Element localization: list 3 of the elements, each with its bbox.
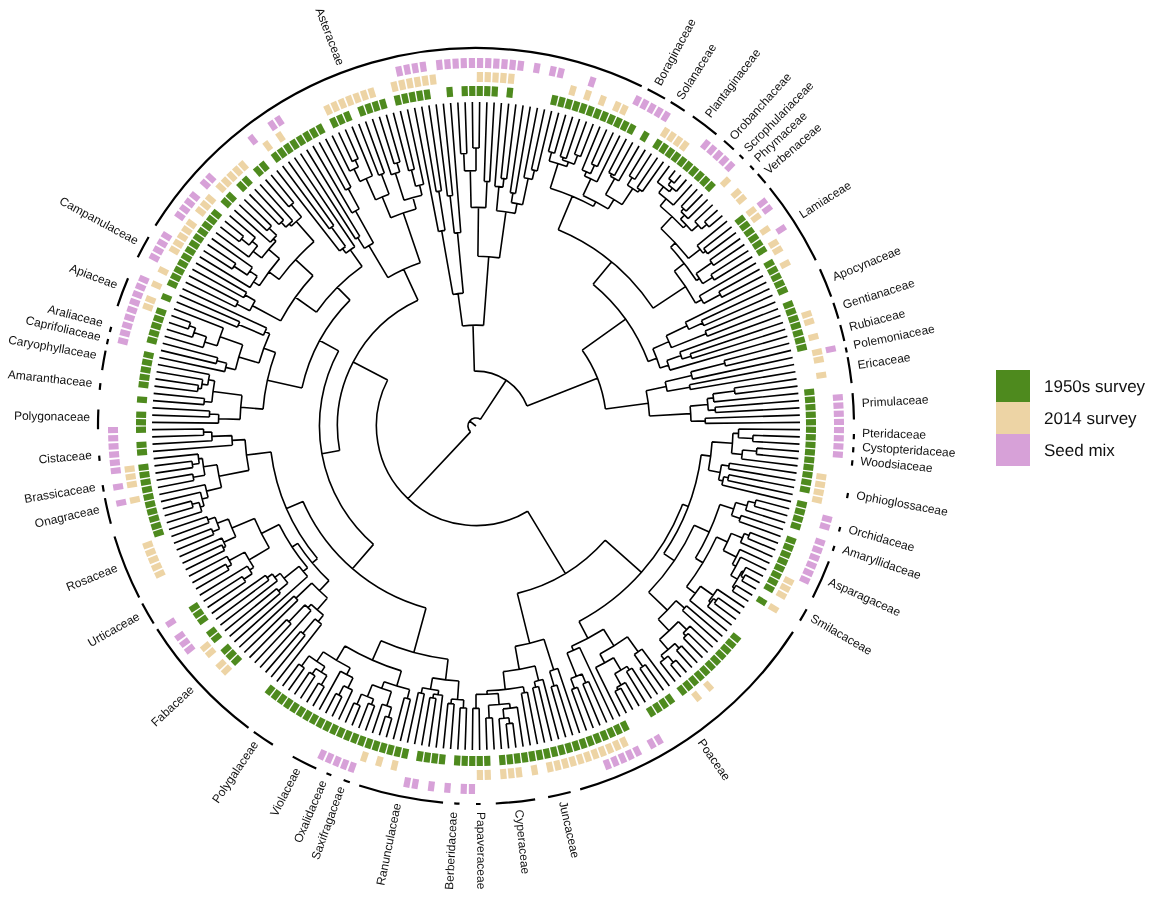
legend-label: 2014 survey [1044,406,1137,432]
legend-label: 1950s survey [1044,374,1146,400]
legend-label: Seed mix [1044,438,1115,464]
